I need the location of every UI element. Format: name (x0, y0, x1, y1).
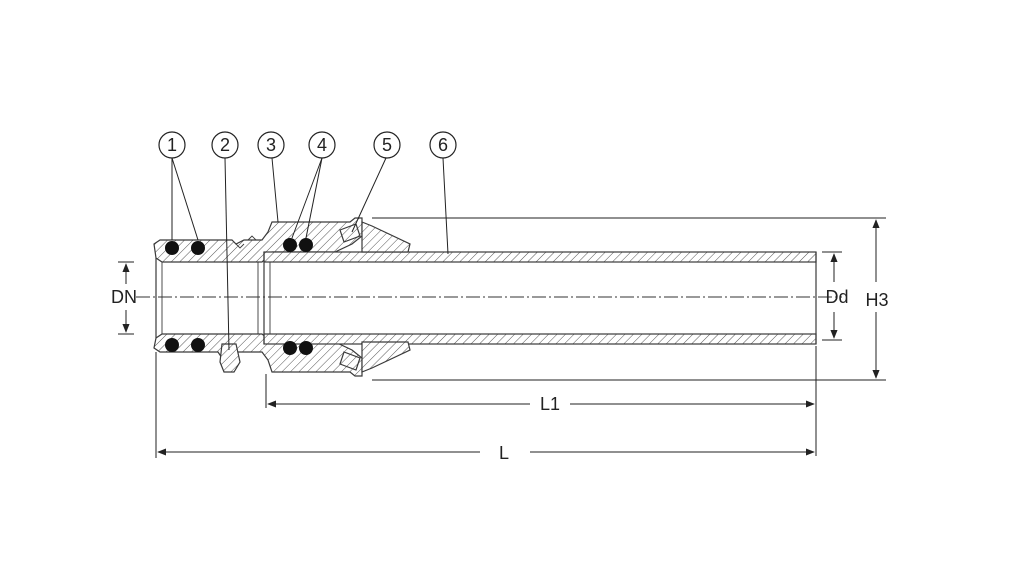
callout-label: 6 (438, 135, 448, 155)
dimension-dd: Dd (822, 251, 849, 341)
stop-insert (219, 343, 241, 373)
o-ring (191, 241, 205, 255)
dimension-l: L (155, 352, 815, 463)
grip-ring-bottom (339, 341, 411, 373)
callout-label: 5 (382, 135, 392, 155)
callout-6: 6 (429, 131, 457, 255)
o-ring (165, 241, 179, 255)
grip-ring-top (339, 221, 411, 253)
o-rings-item-1 (165, 241, 205, 352)
dimension-label-l: L (499, 443, 509, 463)
pipe-wall (263, 251, 817, 345)
o-ring (191, 338, 205, 352)
callout-3: 3 (257, 131, 285, 223)
callout-label: 2 (220, 135, 230, 155)
dimension-l1: L1 (265, 346, 817, 456)
o-rings-item-4 (283, 238, 313, 355)
callout-4: 4 (291, 131, 336, 239)
dimension-dn: DN (111, 261, 137, 335)
dimension-h3: H3 (372, 217, 889, 381)
dimension-label-h3: H3 (865, 290, 888, 310)
callout-5: 5 (351, 131, 401, 233)
callout-label: 3 (266, 135, 276, 155)
o-ring (165, 338, 179, 352)
spigot-bore (155, 258, 259, 338)
callout-label: 4 (317, 135, 327, 155)
fitting-body-top (153, 217, 363, 263)
dimension-label-dn: DN (111, 287, 137, 307)
o-ring (299, 341, 313, 355)
callout-2: 2 (211, 131, 239, 351)
dimension-label-dd: Dd (825, 287, 848, 307)
callout-1: 1 (158, 131, 199, 241)
o-ring (283, 341, 297, 355)
o-ring (299, 238, 313, 252)
callout-label: 1 (167, 135, 177, 155)
o-ring (283, 238, 297, 252)
dimension-label-l1: L1 (540, 394, 560, 414)
